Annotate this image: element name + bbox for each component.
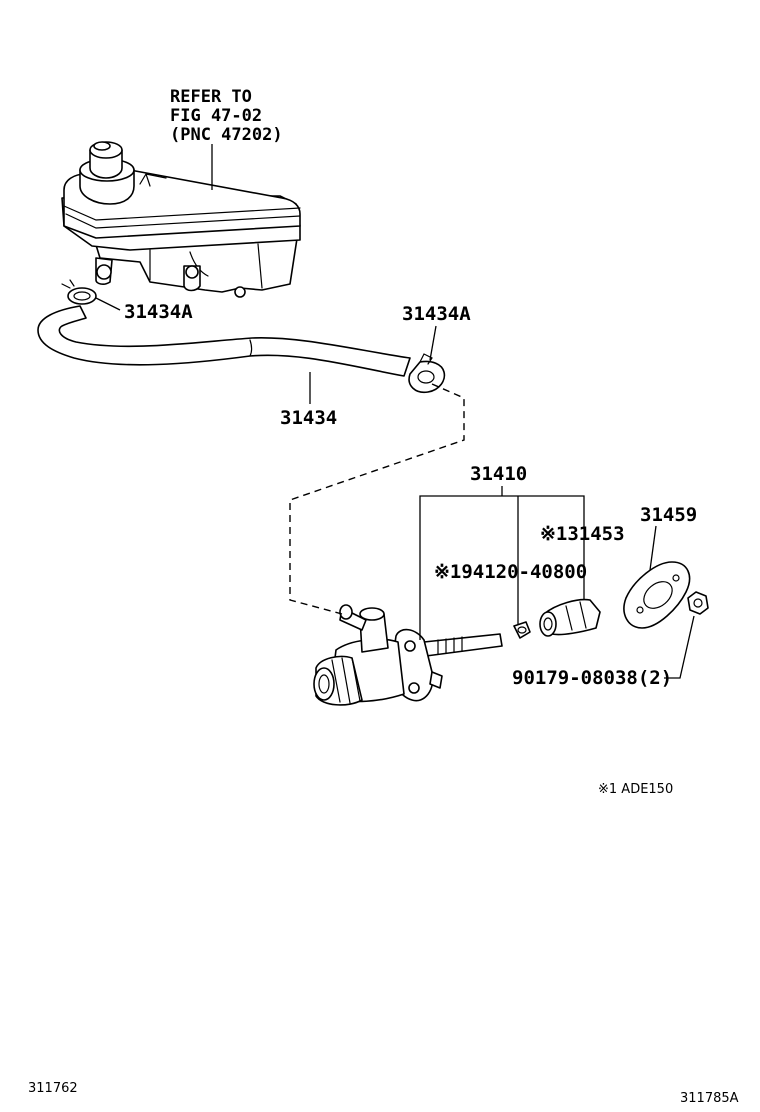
plug-part <box>513 621 531 639</box>
reservoir-hose <box>37 305 411 377</box>
callout-nut: 90179-08038(2) <box>512 667 672 689</box>
leader-lines <box>95 144 695 679</box>
footnote-text: ※1 ADE150 <box>598 782 673 797</box>
boot-kit-part <box>539 598 601 637</box>
callout-clip-upper: 31434A <box>124 301 193 323</box>
reference-line-3: (PNC 47202) <box>170 125 283 145</box>
gasket-part <box>623 561 691 629</box>
connection-dashed-line <box>289 383 465 615</box>
hose-clip-right <box>408 353 446 394</box>
callout-plug: ※194120-40800 <box>434 561 587 583</box>
nut-part <box>687 591 709 615</box>
callout-clip-right: 31434A <box>402 303 471 325</box>
clutch-master-cylinder <box>313 604 503 706</box>
reference-line-2: FIG 47-02 <box>170 106 262 126</box>
callout-cylinder-assy: 31410 <box>470 463 527 485</box>
callout-hose: 31434 <box>280 407 337 429</box>
callout-gasket: 31459 <box>640 504 697 526</box>
figure-id-right: 311785A <box>680 1091 739 1106</box>
reservoir-tank <box>61 141 301 298</box>
callout-boot-kit: ※131453 <box>540 523 625 545</box>
hose-clip-upper <box>61 279 97 305</box>
figure-id-left: 311762 <box>28 1081 78 1096</box>
reference-line-1: REFER TO <box>170 87 252 107</box>
